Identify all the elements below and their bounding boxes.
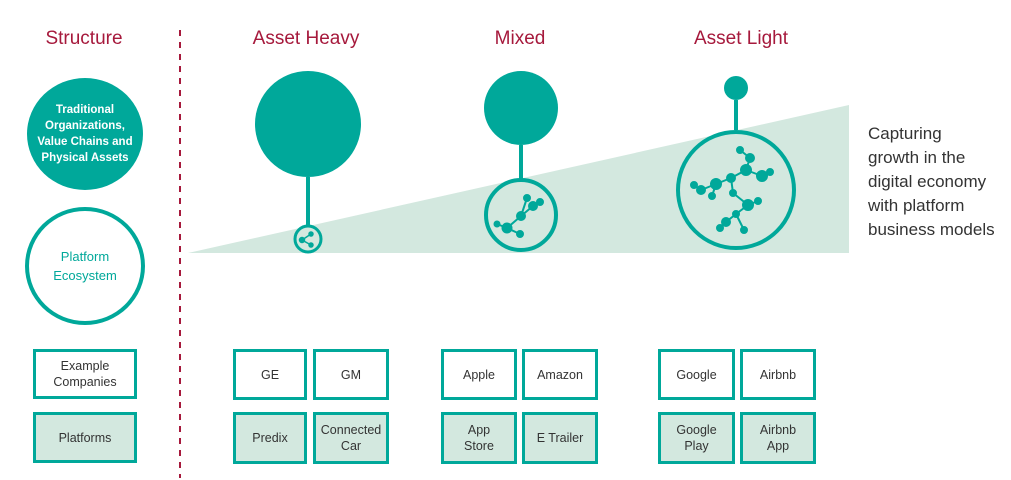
asset-heavy-network-icon [298,231,314,248]
company-ge: GE [233,349,307,400]
platforms-label: Platforms [33,412,137,463]
platform-airbnb-app: Airbnb App [740,412,816,464]
asset-heavy-large-circle [255,71,361,177]
platform-predix: Predix [233,412,307,464]
traditional-organizations-circle: Traditional Organizations, Value Chains … [27,78,143,190]
platform-google-play: Google Play [658,412,735,464]
asset-heavy-diagram [255,71,361,254]
company-gm: GM [313,349,389,400]
company-apple: Apple [441,349,517,400]
growth-caption: Capturing growth in the digital economy … [868,124,995,239]
mixed-network-icon [493,194,544,238]
example-companies-label: Example Companies [33,349,137,399]
mixed-diagram [484,71,558,252]
platform-e-trailer: E Trailer [522,412,598,464]
header-asset-heavy: Asset Heavy [252,28,360,49]
platform-app-store: App Store [441,412,517,464]
header-asset-light: Asset Light [694,28,788,49]
header-structure: Structure [45,28,123,49]
asset-heavy-platform-circle [293,224,323,254]
platform-ecosystem-circle: Platform Ecosystem [25,207,145,325]
asset-light-network-icon [690,146,774,234]
company-google: Google [658,349,735,400]
asset-light-platform-circle [676,130,796,250]
platform-connected-car: Connected Car [313,412,389,464]
asset-light-small-circle [724,76,748,100]
asset-light-diagram [676,76,796,250]
company-amazon: Amazon [522,349,598,400]
header-mixed: Mixed [494,28,546,49]
mixed-large-circle [484,71,558,145]
company-airbnb: Airbnb [740,349,816,400]
